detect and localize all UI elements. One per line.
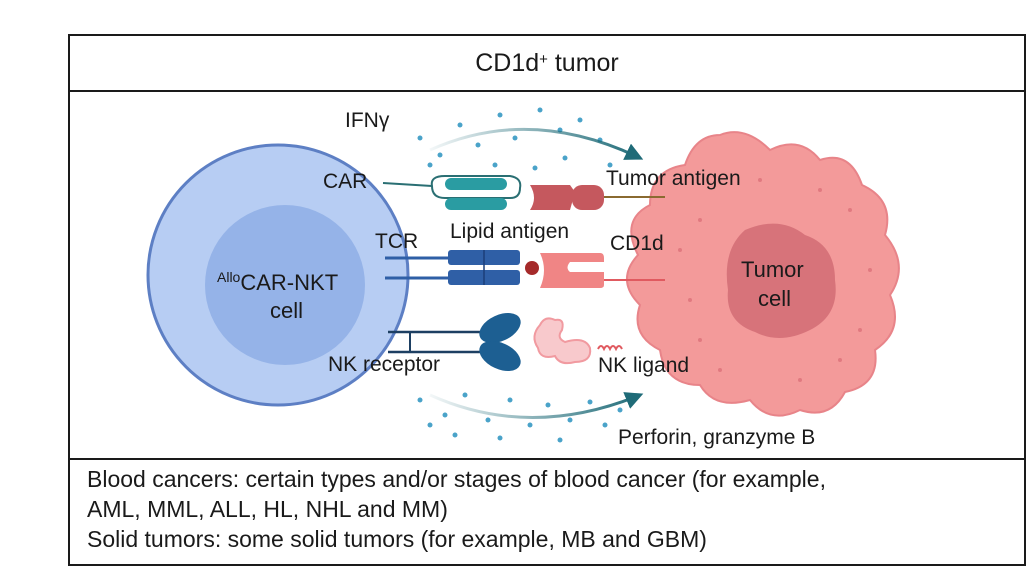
title-main: CD1d: [475, 48, 540, 77]
tumor-antigen: [530, 185, 575, 210]
allo-superscript: Allo: [217, 269, 241, 285]
footer-notes: Blood cancers: certain types and/or stag…: [70, 458, 1024, 566]
cd1d-label: CD1d: [610, 232, 664, 255]
ifng-arrow: [429, 127, 644, 160]
footer-line-3: Solid tumors: some solid tumors (for exa…: [87, 526, 707, 552]
title-superscript: +: [539, 50, 548, 68]
tumor-antigen-label: Tumor antigen: [606, 167, 741, 190]
car-nkt-label: AlloCAR-NKT: [217, 269, 338, 295]
footer-line-2: AML, MML, ALL, HL, NHL and MM): [87, 496, 448, 522]
ifng-label: IFNγ: [345, 109, 390, 132]
nk-ligand-coil: [597, 345, 623, 352]
car-nkt-cell-label: cell: [270, 298, 303, 323]
nk-ligand-label: NK ligand: [598, 354, 689, 377]
perforin-particles: [417, 392, 623, 443]
car-nkt-text: CAR-NKT: [240, 270, 338, 295]
car-receptor: [430, 175, 522, 199]
tumor-nucleus: [726, 223, 836, 339]
tumor-cell-label-2: cell: [758, 286, 791, 311]
nk-receptor-lobe-1: [479, 312, 521, 344]
tumor-antigen-head: [572, 185, 604, 210]
car-stalk: [382, 182, 433, 187]
footer-line-1: Blood cancers: certain types and/or stag…: [87, 466, 826, 492]
lipid-antigen-label: Lipid antigen: [450, 220, 569, 243]
title-rest: tumor: [547, 48, 619, 77]
ifng-particles: [417, 107, 613, 171]
nk-receptor-label: NK receptor: [328, 353, 440, 376]
car-domain-2: [445, 198, 507, 210]
car-domain-1: [445, 178, 507, 190]
tcr-label: TCR: [375, 230, 418, 253]
tumor-cell-label-1: Tumor: [741, 257, 804, 282]
car-nkt-cell-inner: [205, 205, 365, 365]
nk-ligand: [533, 317, 592, 365]
car-label: CAR: [323, 170, 367, 193]
cd1d-molecule: [540, 253, 604, 288]
tumor-speckles: [678, 178, 872, 382]
lipid-antigen: [525, 261, 539, 275]
nk-receptor-lobe-2: [479, 340, 521, 372]
perforin-label: Perforin, granzyme B: [618, 426, 815, 449]
perforin-arrow: [429, 392, 644, 419]
figure-title: CD1d+ tumor: [70, 36, 1024, 92]
figure-frame: CD1d+ tumor Blood cancers: certain types…: [68, 34, 1026, 566]
